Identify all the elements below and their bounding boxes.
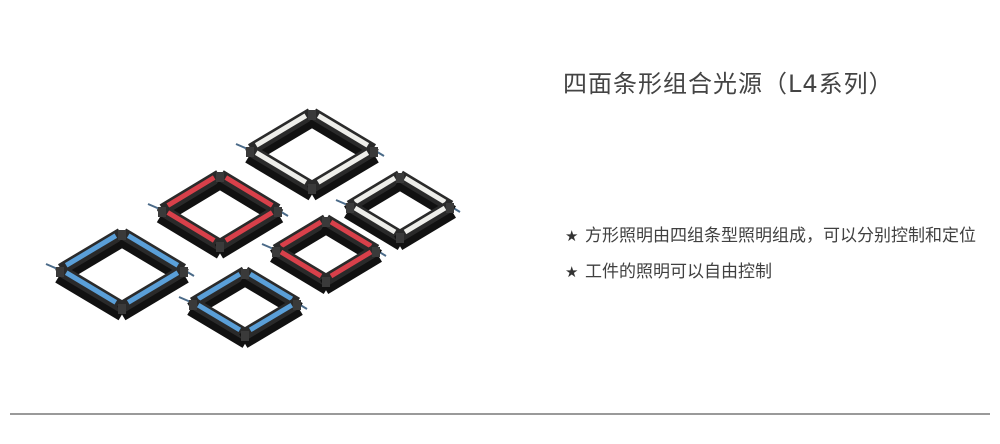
corner-bracket (446, 203, 454, 213)
led-strip (316, 113, 370, 148)
bar-light-red (261, 214, 387, 294)
led-strip (353, 175, 397, 205)
led-strip (329, 219, 373, 249)
led-strip (254, 150, 308, 185)
led-strip (196, 271, 242, 302)
star-icon: ★ (565, 227, 579, 245)
corner-bracket (396, 233, 404, 243)
corner-bracket (246, 147, 254, 157)
bar-light-white (335, 170, 461, 250)
corner-bracket (372, 247, 380, 257)
corner-bracket (308, 184, 316, 194)
corner-bracket (56, 267, 64, 277)
product-image-square-bar-lights (45, 108, 461, 348)
feature-item: ★ 工件的照明可以自由控制 (565, 254, 995, 290)
corner-bracket (180, 267, 188, 277)
led-strip (64, 270, 118, 305)
corner-bracket (241, 331, 249, 341)
feature-text: 方形照明由四组条型照明组成，可以分别控制和定位 (585, 226, 976, 246)
divider-line (10, 413, 990, 415)
led-strip (64, 233, 118, 268)
led-strip (279, 249, 323, 279)
corner-bracket (158, 207, 166, 217)
led-strip (166, 210, 216, 243)
bar-light-red (147, 170, 289, 259)
led-strip (248, 302, 294, 333)
corner-bracket (272, 247, 280, 257)
led-strip (126, 233, 180, 268)
page-title: 四面条形组合光源（L4系列） (563, 70, 894, 98)
led-strip (403, 175, 447, 205)
led-strip (224, 175, 274, 208)
corner-bracket (322, 277, 330, 287)
bar-light-blue (178, 266, 308, 348)
led-strip (279, 219, 323, 249)
corner-bracket (118, 230, 126, 240)
led-strip (224, 210, 274, 243)
corner-bracket (274, 207, 282, 217)
led-strip (353, 205, 397, 235)
led-strip (254, 113, 308, 148)
led-strip (248, 271, 294, 302)
corner-bracket (216, 172, 224, 182)
feature-text: 工件的照明可以自由控制 (585, 262, 772, 282)
led-strip (316, 150, 370, 185)
star-icon: ★ (565, 263, 579, 281)
feature-item: ★ 方形照明由四组条型照明组成，可以分别控制和定位 (565, 218, 995, 254)
corner-bracket (370, 147, 378, 157)
led-strip (196, 302, 242, 333)
corner-bracket (322, 217, 330, 227)
corner-bracket (241, 269, 249, 279)
bar-light-white (235, 108, 385, 201)
corner-bracket (346, 203, 354, 213)
led-strip (329, 249, 373, 279)
corner-bracket (308, 110, 316, 120)
corner-bracket (189, 300, 197, 310)
bar-light-blue (45, 228, 195, 321)
corner-bracket (396, 173, 404, 183)
corner-bracket (118, 304, 126, 314)
led-strip (126, 270, 180, 305)
corner-bracket (293, 300, 301, 310)
corner-bracket (216, 242, 224, 252)
feature-list: ★ 方形照明由四组条型照明组成，可以分别控制和定位 ★ 工件的照明可以自由控制 (565, 218, 995, 290)
led-strip (403, 205, 447, 235)
led-strip (166, 175, 216, 208)
